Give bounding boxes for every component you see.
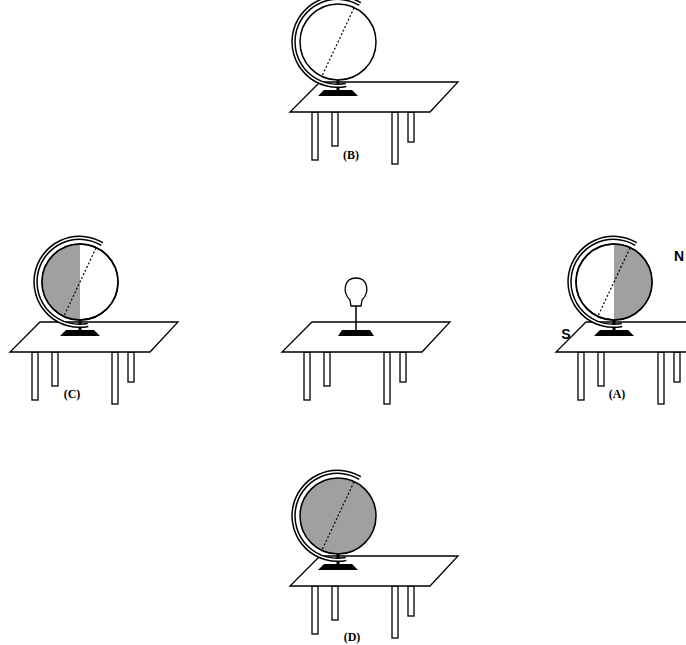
- table: [282, 322, 450, 404]
- light-bulb: [338, 278, 374, 336]
- position-label: (A): [609, 387, 626, 402]
- table: [290, 556, 458, 638]
- globe: [570, 238, 654, 336]
- pole-label: S: [561, 326, 570, 342]
- table: [290, 82, 458, 164]
- position-label: (C): [64, 387, 81, 402]
- globe: [294, 0, 376, 96]
- globe: [36, 238, 118, 336]
- position-label: (D): [344, 630, 361, 645]
- position-label: (B): [343, 148, 359, 163]
- globe: [294, 472, 376, 570]
- pole-label: N: [674, 248, 684, 264]
